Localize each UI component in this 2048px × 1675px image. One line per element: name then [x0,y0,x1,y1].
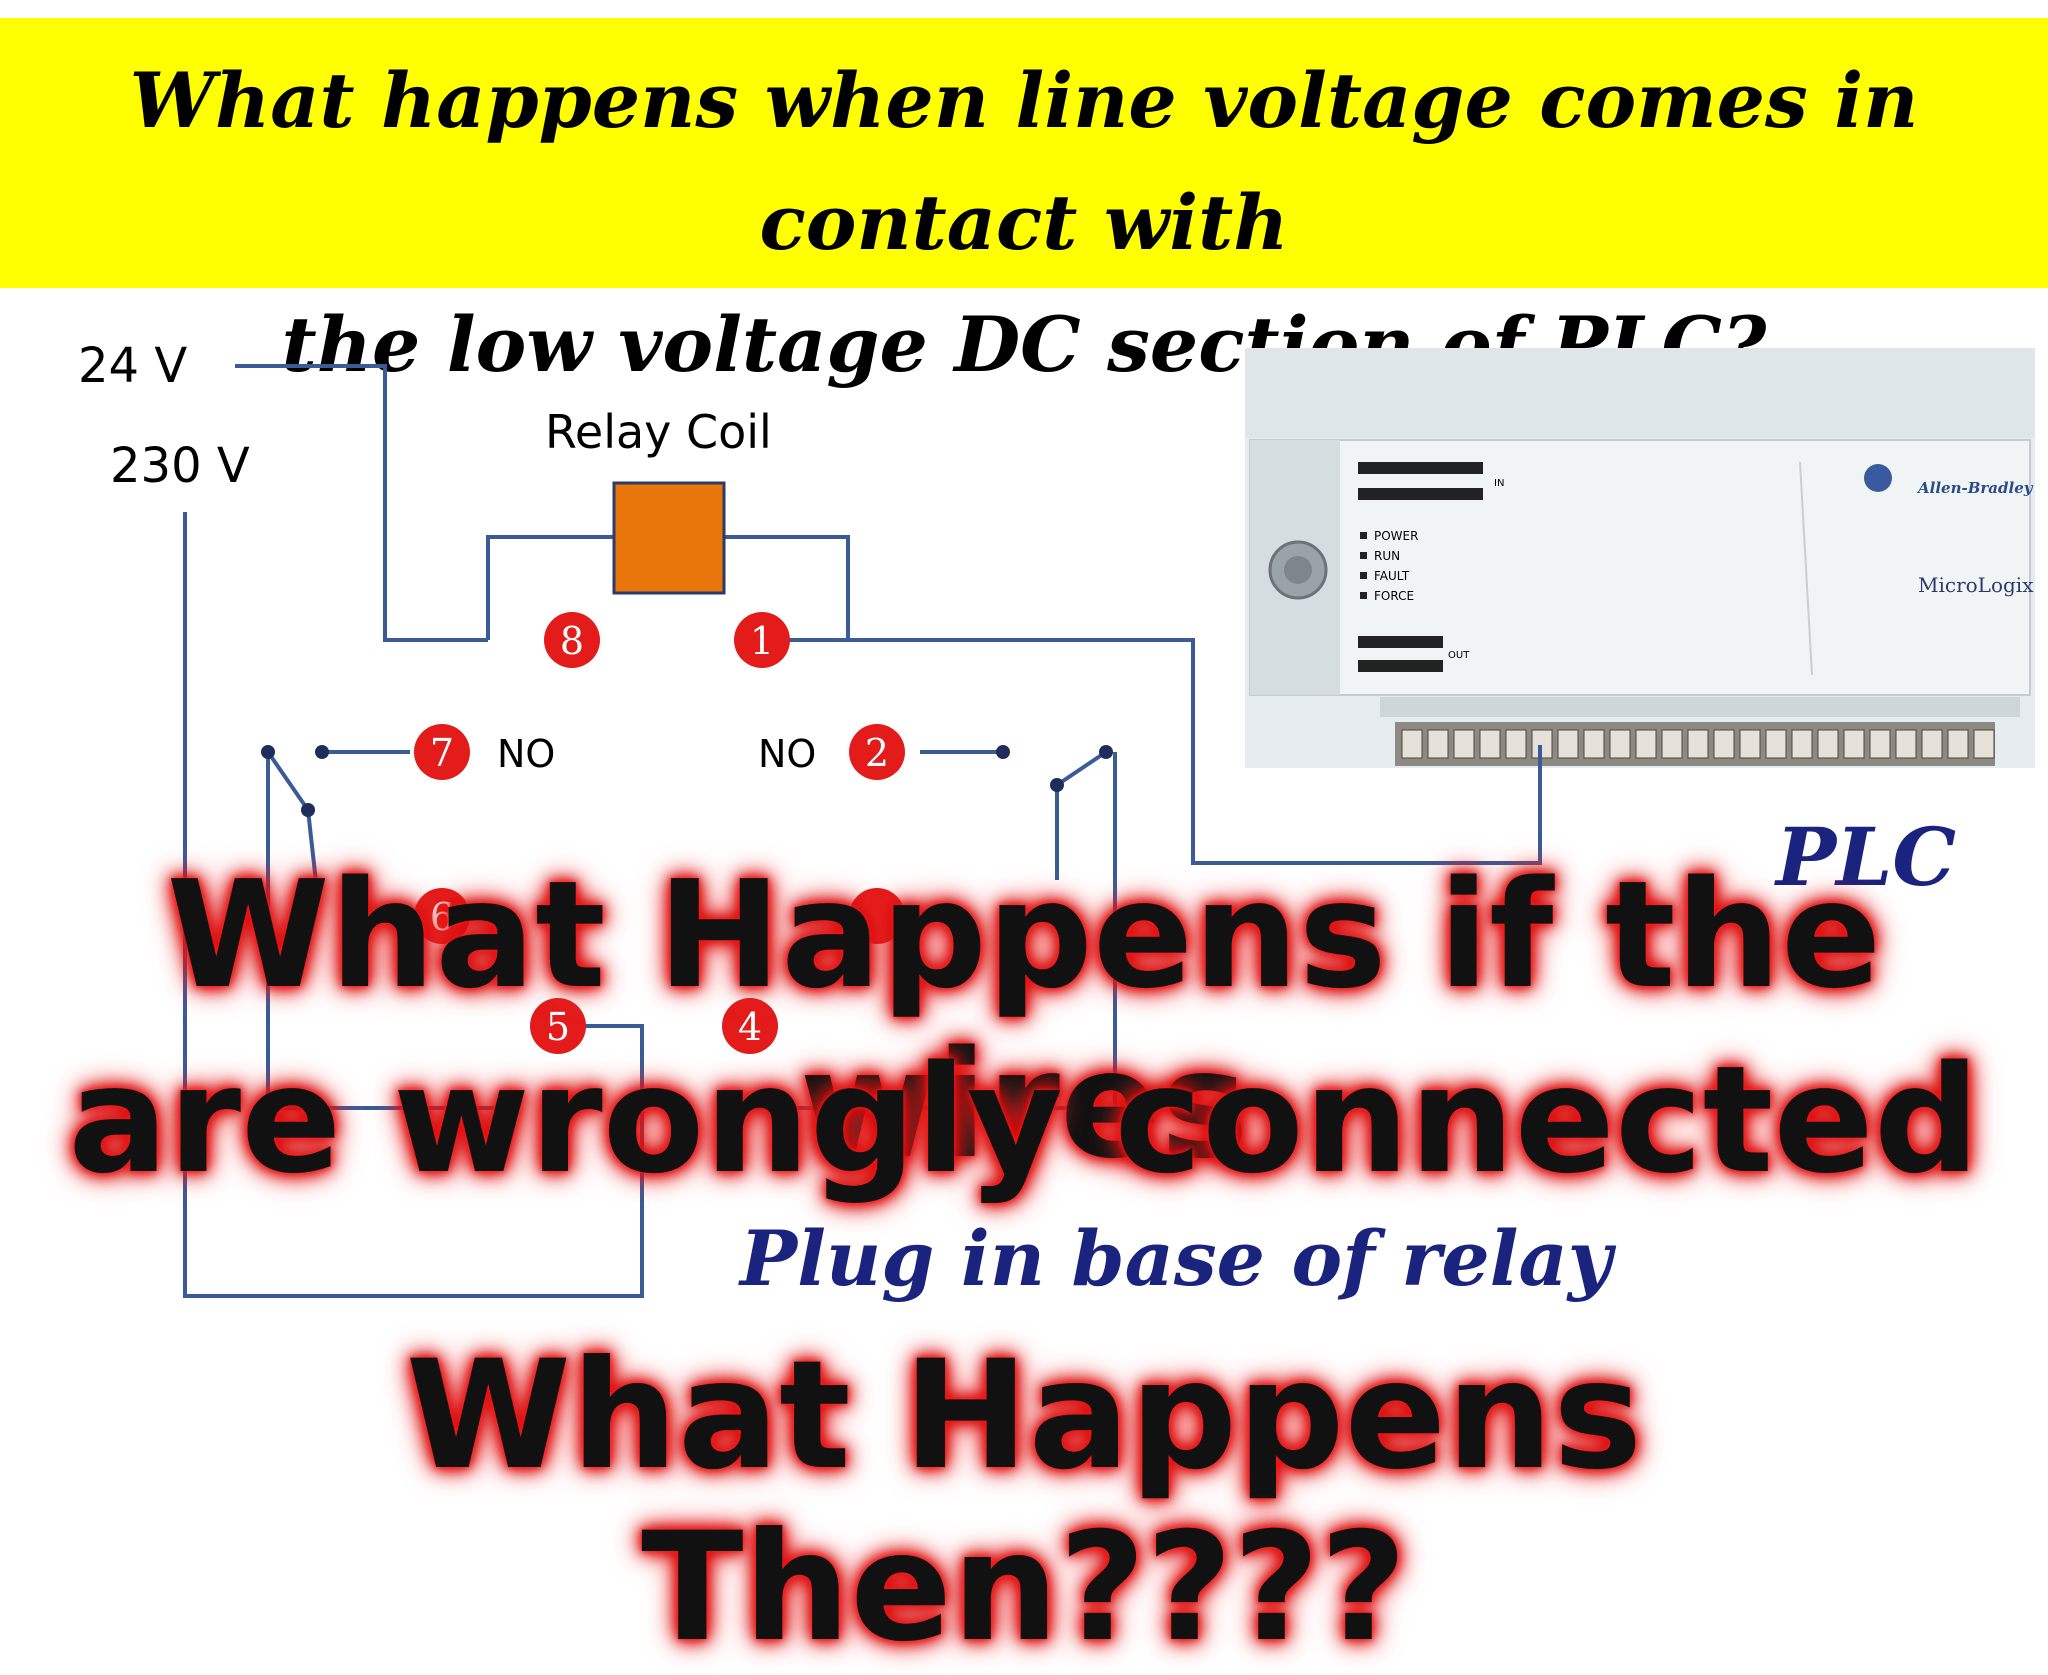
terminal-screw-icon [1947,729,1969,759]
terminal-screw-icon [1869,729,1891,759]
pin-7: 7 [414,724,470,780]
terminal-screw-icon [1739,729,1761,759]
voltage-230-label: 230 V [110,438,250,494]
allen-bradley-logo-icon [1864,464,1892,492]
terminal-screw-icon [1635,729,1657,759]
indicator-power: POWER [1374,529,1418,543]
relay-coil-label: Relay Coil [545,405,772,459]
relay-wiring-diagram: POWER RUN FAULT FORCE IN OUT Allen-Bradl… [78,338,2035,1303]
pin-6: 6 [414,888,470,944]
title-banner: What happens when line voltage comes in … [0,18,2048,389]
terminal-screw-icon [1505,729,1527,759]
overlay-line-1: What Happens if the wires [166,849,1882,1191]
terminal-screw-icon [1609,729,1631,759]
contact-dots [261,745,1113,817]
no-left-label: NO [497,732,555,776]
pin-4-number: 4 [738,1005,762,1049]
wires [183,364,1542,1298]
pin-1-number: 1 [750,619,774,663]
no-right-label: NO [758,732,816,776]
terminal-screw-icon [1583,729,1605,759]
terminal-screw-icon [1453,729,1475,759]
plc-terminal-strip [1401,729,1995,759]
plc-brand: Allen-Bradley [1916,479,2034,497]
terminal-screw-icon [1895,729,1917,759]
pin-6-number: 6 [430,895,454,939]
pin-3-hidden [849,888,905,944]
plc-out-label: OUT [1448,650,1470,661]
indicator-run: RUN [1374,549,1400,563]
terminal-screw-icon [1765,729,1787,759]
overlay-line-2: are wrongly connected [68,1034,1980,1206]
plc-label: PLC [1774,810,1956,904]
relay-base-label: Plug in base of relay [738,1214,1617,1303]
voltage-24-label: 24 V [78,338,187,394]
pin-8: 8 [544,612,600,668]
pin-5-number: 5 [546,1005,570,1049]
pin-1: 1 [734,612,790,668]
terminal-screw-icon [1973,729,1995,759]
plc-device-image: POWER RUN FAULT FORCE IN OUT Allen-Bradl… [1245,348,2035,768]
indicator-fault: FAULT [1374,569,1410,583]
terminal-screw-icon [1791,729,1813,759]
terminal-screw-icon [1557,729,1579,759]
pin-8-number: 8 [560,619,584,663]
plc-in-label: IN [1494,478,1504,489]
relay-coil-block [612,481,726,595]
pin-7-number: 7 [430,731,454,775]
terminal-screw-icon [1401,729,1423,759]
terminal-screw-icon [1713,729,1735,759]
terminal-screw-icon [1921,729,1943,759]
pin-5: 5 [530,998,586,1054]
terminal-screw-icon [1843,729,1865,759]
terminal-screw-icon [1687,729,1709,759]
overlay-line-3: What Happens Then???? [405,1329,1643,1675]
plc-model: MicroLogix [1918,573,2034,597]
terminal-screw-icon [1479,729,1501,759]
indicator-force: FORCE [1374,589,1414,603]
pin-2-number: 2 [865,731,889,775]
pin-2: 2 [849,724,905,780]
title-line-1: What happens when line voltage comes in … [129,56,1919,267]
terminal-screw-icon [1817,729,1839,759]
terminal-screw-icon [1427,729,1449,759]
terminal-screw-icon [1661,729,1683,759]
pin-4: 4 [722,998,778,1054]
